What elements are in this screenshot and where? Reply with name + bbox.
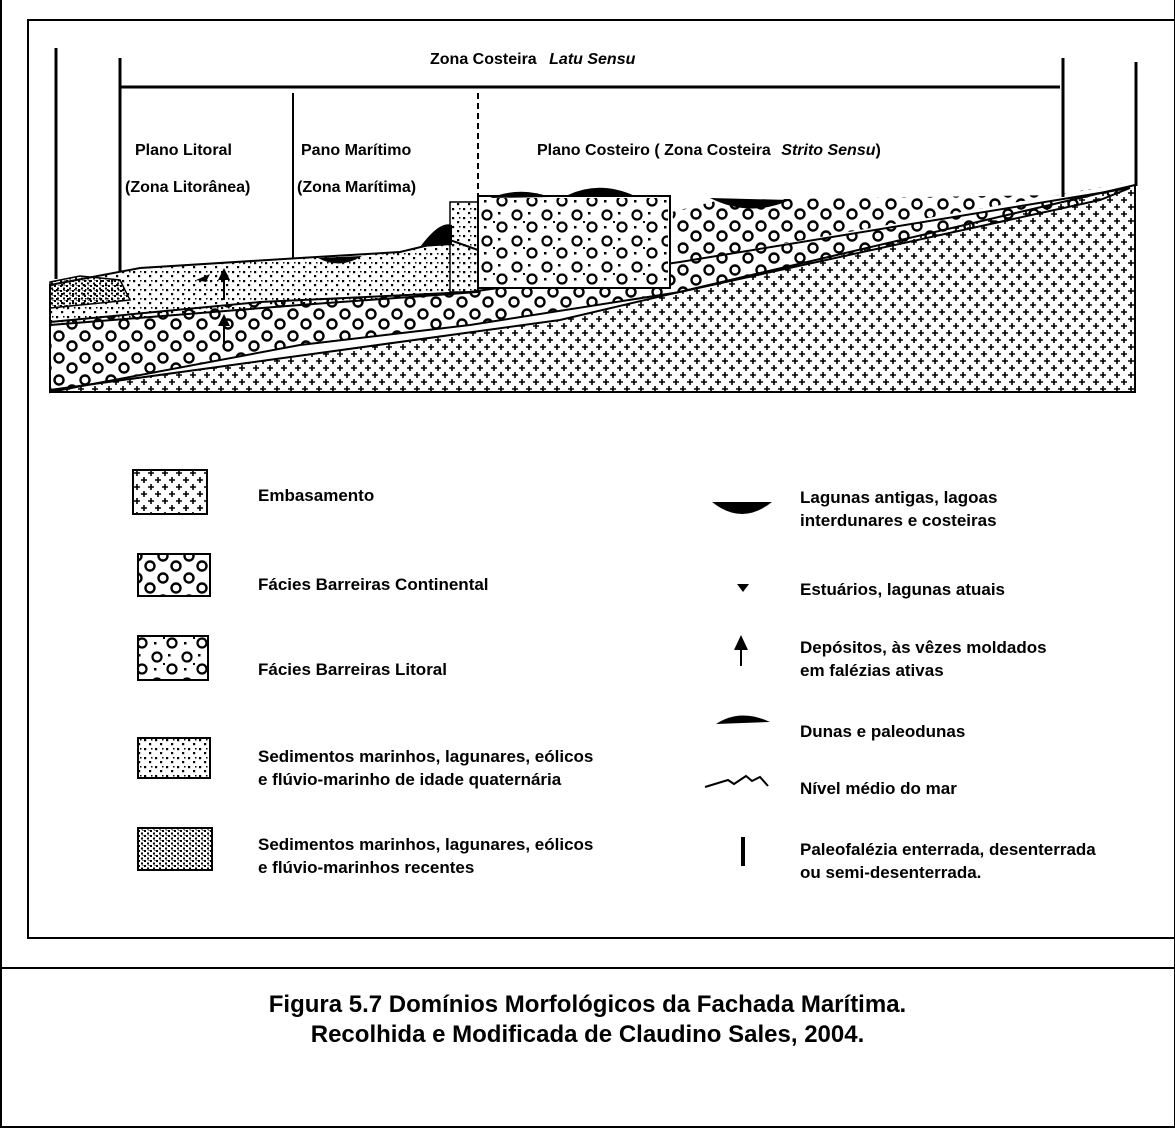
legend-dunas: Dunas e paleodunas [800,722,966,741]
legend-lagunas-antigas: Lagunas antigas, lagoas interdunares e c… [800,488,998,530]
dune-1 [420,224,452,247]
legend-barreiras-litoral: Fácies Barreiras Litoral [258,660,447,679]
barreiras-continental-upper [672,182,1130,262]
cross-section-diagram: Zona Costeira Latu Sensu Plano Litoral (… [49,48,1138,394]
caption-line-2: Recolhida e Modificada de Claudino Sales… [310,1021,865,1048]
recent-sediments-layer [49,275,132,309]
small-triangle-icon [737,584,749,592]
zone-plano-litoral-title: Plano Litoral [135,142,232,159]
large-circles-pattern-icon [137,553,211,597]
lens-shape-icon [712,502,772,514]
dense-stipple-pattern-icon [137,827,213,871]
quaternary-sediments-layer [49,238,479,327]
lagoon-3 [710,198,790,209]
dots-pattern-icon [137,737,211,779]
wavy-line-icon [704,774,769,788]
lagoon-2 [568,187,635,196]
caption-separator [0,967,1175,969]
caption-line-1: Figura 5.7 Domínios Morfológicos da Fach… [268,991,907,1018]
zone-plano-litoral-subtitle: (Zona Litorânea) [125,179,250,196]
figure-caption: Figura 5.7 Domínios Morfológicos da Fach… [0,990,1175,1050]
barreiras-litoral-fill [480,198,668,286]
zone-pano-maritimo-subtitle: (Zona Marítima) [297,179,416,196]
dune-mound-icon [716,715,770,724]
legend-barreiras-continental: Fácies Barreiras Continental [258,575,489,594]
estuary-marker [196,274,210,282]
top-title: Zona Costeira Latu Sensu [430,51,636,68]
legend-sedimentos-recentes: Sedimentos marinhos, lagunares, eólicos … [258,835,594,877]
legend-depositos: Depósitos, às vêzes moldados em falézias… [800,638,1047,680]
legend-nivel-mar: Nível médio do mar [800,779,957,798]
lagoon-1 [490,191,550,198]
legend-estuarios: Estuários, lagunas atuais [800,580,1006,599]
zone-pano-maritimo-title: Pano Marítimo [301,142,411,159]
zone-plano-costeiro-title: Plano Costeiro ( Zona Costeira Strito Se… [537,142,881,159]
legend-paleofalesia: Paleofalézia enterrada, desenterrada ou … [800,840,1096,882]
crosses-pattern-icon [132,469,208,515]
legend-sedimentos-quaternarios: Sedimentos marinhos, lagunares, eólicos … [258,747,594,789]
diagram-frame [27,19,1175,939]
legend-embasamento: Embasamento [258,486,375,505]
lagoon-4 [318,256,362,264]
legend-icons [132,469,772,871]
circles-dots-pattern-icon [137,635,209,681]
